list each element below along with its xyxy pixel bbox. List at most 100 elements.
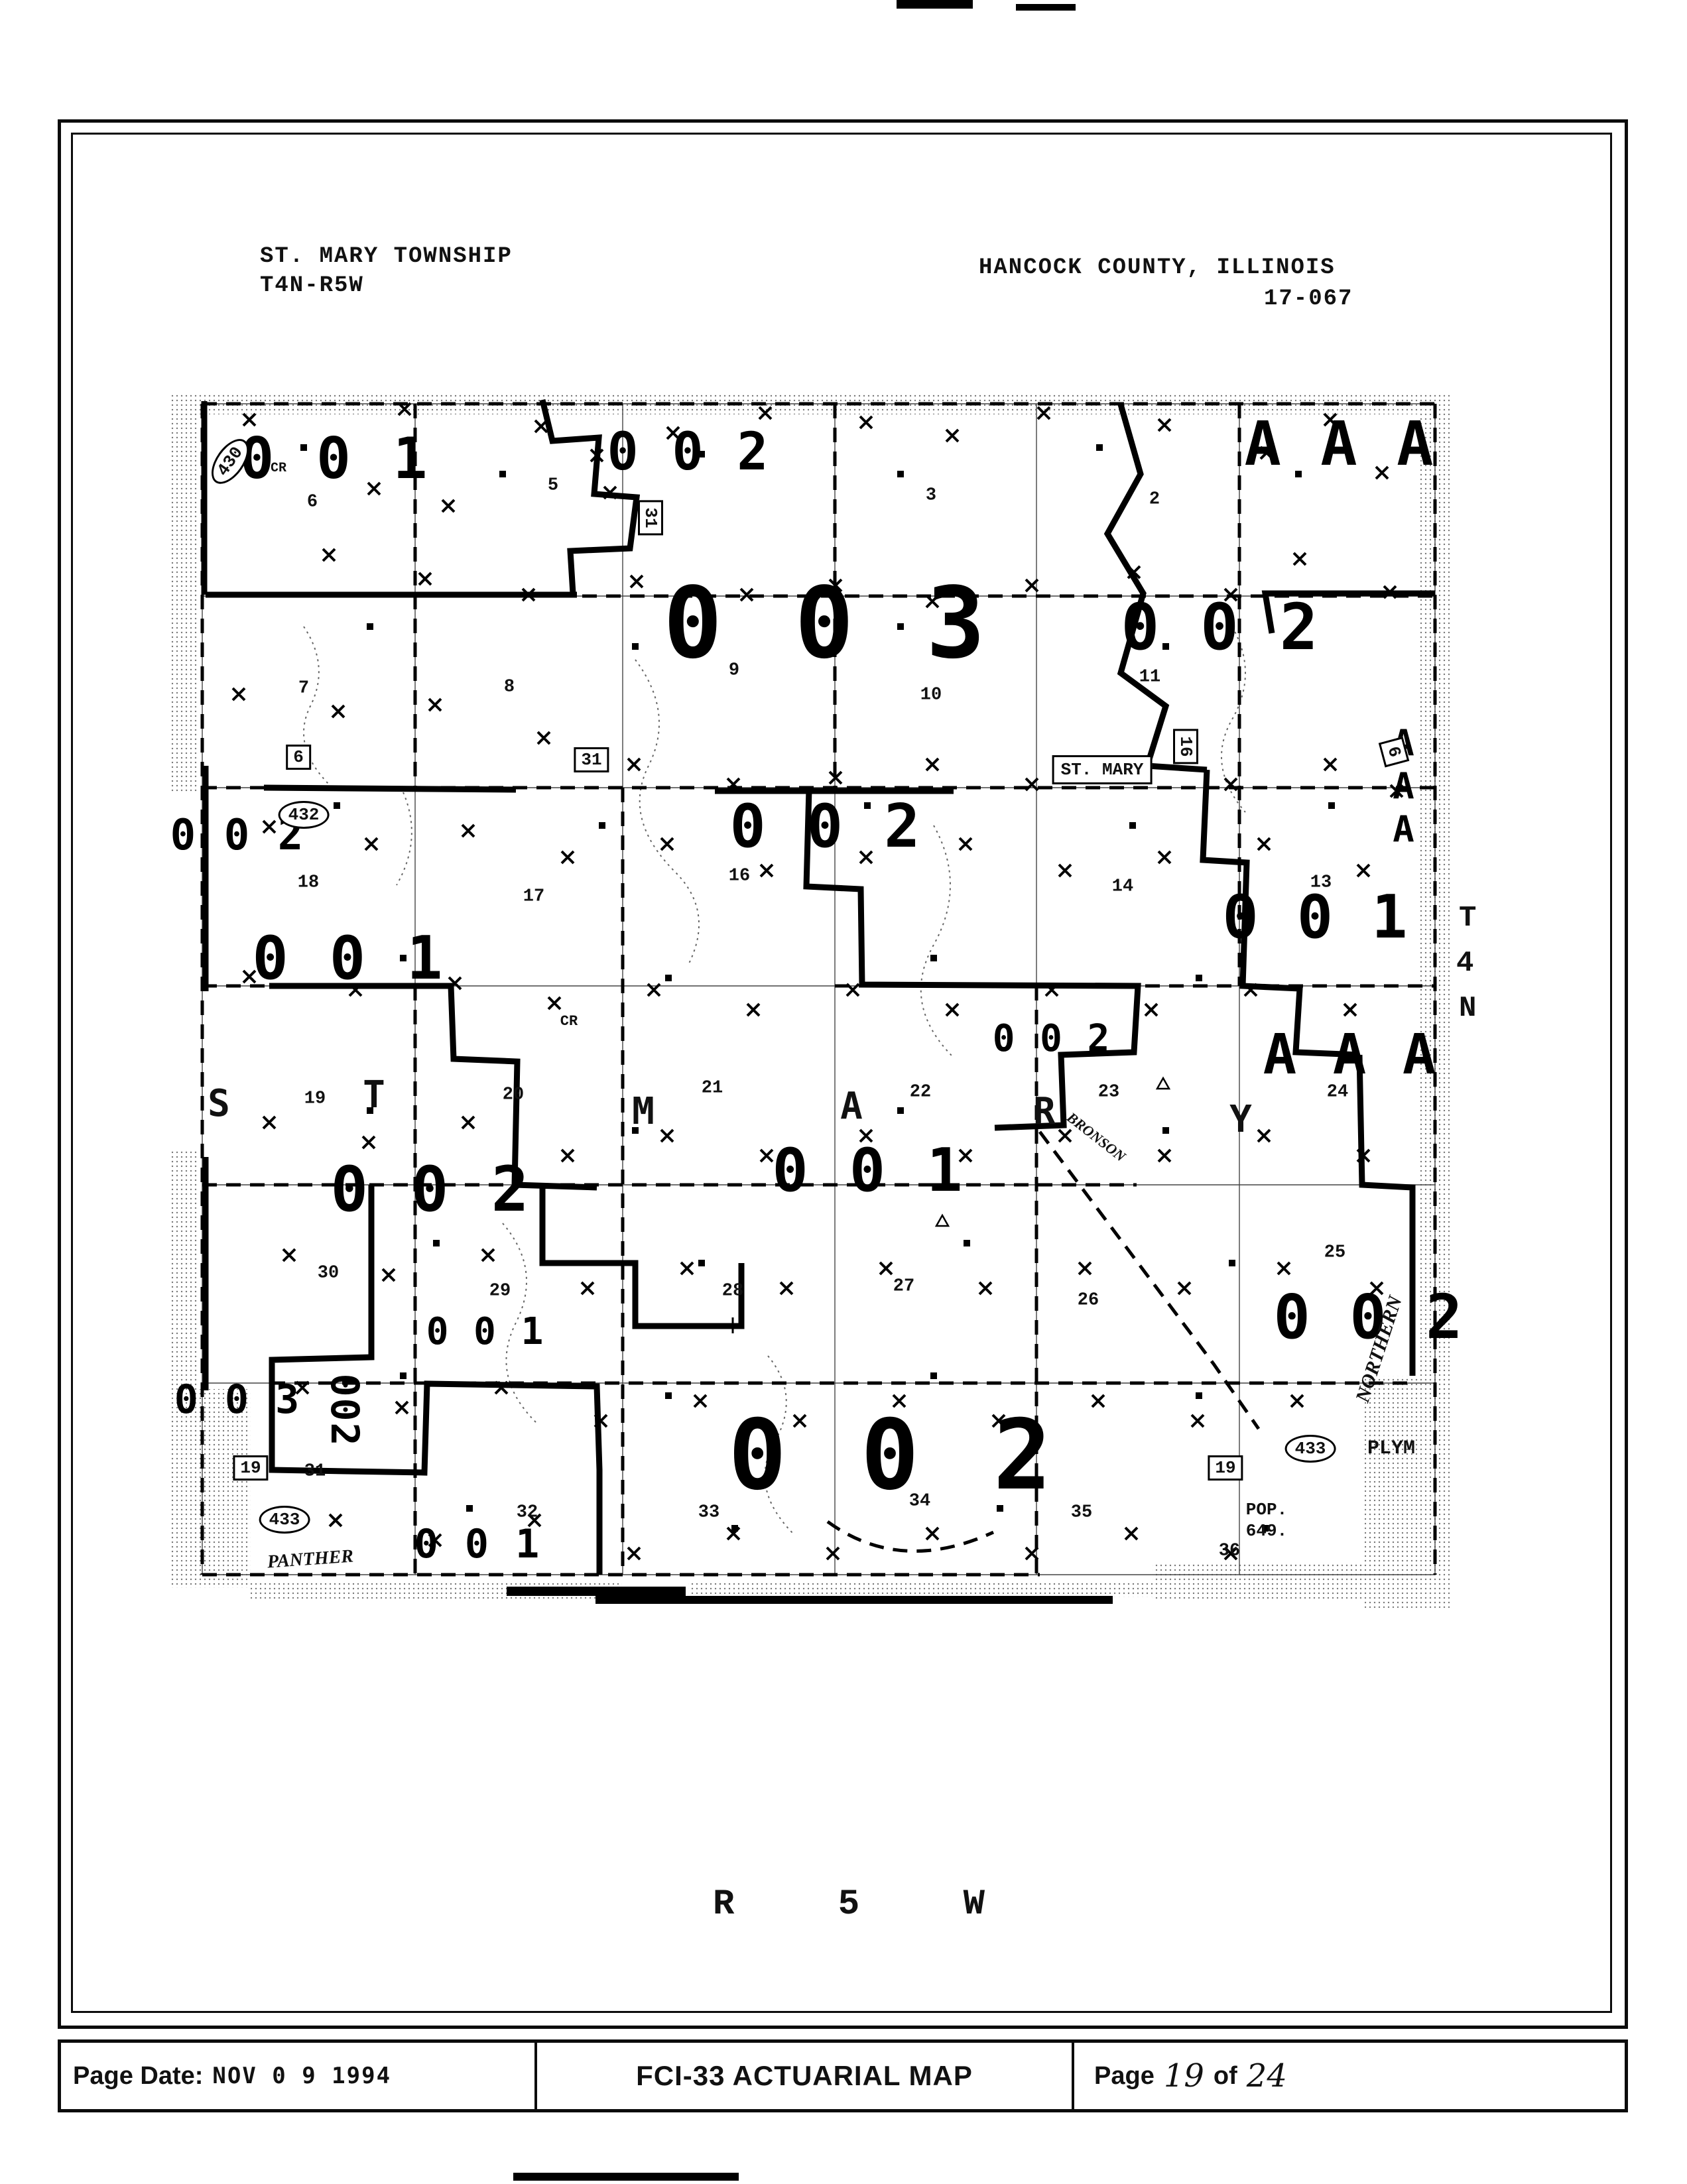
zone-boundaries (201, 398, 1435, 1575)
section-number: 31 (304, 1461, 326, 1482)
zone-label: A A A (1244, 408, 1435, 479)
highway-shield: 16 (1173, 729, 1198, 764)
section-number: 35 (1070, 1502, 1093, 1523)
highway-shield: 433 (1284, 1435, 1336, 1463)
page-date-value: NOV 0 9 1994 (212, 2063, 392, 2089)
map-big-letter: M (632, 1090, 655, 1133)
zone-label: 0 0 3 (663, 566, 992, 680)
section-number: 26 (1077, 1290, 1099, 1311)
section-number: 32 (516, 1502, 538, 1523)
zone-label: 0 0 2 (330, 1154, 532, 1226)
section-number: 2 (1149, 489, 1160, 510)
section-number: 19 (304, 1089, 326, 1109)
section-number: 14 (1111, 877, 1134, 897)
section-number: 22 (909, 1082, 932, 1103)
section-number: 5 (547, 475, 559, 496)
place-label: PLYM (1367, 1437, 1416, 1460)
map-big-letter: R (1033, 1090, 1056, 1133)
place-label: PANTHER (266, 1546, 354, 1573)
section-number: 27 (893, 1276, 915, 1297)
place-label: CR (560, 1013, 578, 1030)
highway-shield: 31 (638, 500, 663, 536)
zone-label: 0 0 1 (426, 1310, 545, 1353)
page-total: 24 (1246, 2057, 1287, 2094)
section-number: 9 (728, 660, 740, 681)
church-cross-marks (725, 1317, 741, 1333)
map-title: FCI-33 ACTUARIAL MAP (636, 2060, 973, 2091)
zone-label: 0 0 1 (239, 426, 432, 492)
section-number: 34 (908, 1491, 931, 1512)
page-number: 19 (1163, 2057, 1204, 2094)
bottom-heavy-bars (507, 1587, 1113, 1604)
highway-shield: 433 (259, 1506, 310, 1534)
section-number: 24 (1326, 1082, 1349, 1103)
section-number: 28 (721, 1281, 744, 1302)
inner-border (71, 133, 1612, 2013)
highway-shield: 432 (278, 801, 330, 829)
zone-label: 0 0 2 (728, 1399, 1060, 1512)
triangle-markers (934, 1076, 1171, 1227)
zone-label: 0 0 2 (607, 422, 770, 482)
section-number: 30 (317, 1263, 340, 1284)
highway-shield: 31 (574, 747, 609, 772)
zone-label: 0 0 2 (1121, 590, 1320, 664)
zone-label: 0 0 1 (252, 924, 446, 993)
place-label: CR (270, 461, 287, 476)
highway-shield: 6 (286, 745, 311, 770)
map-big-letter: Y (1229, 1098, 1252, 1141)
section-number: 29 (489, 1281, 511, 1302)
section-number: 36 (1218, 1541, 1241, 1561)
town-label-st-mary: ST. MARY (1052, 755, 1153, 784)
footer-page-date-cell: Page Date: NOV 0 9 1994 (61, 2043, 537, 2109)
zone-label: 0 0 2 (729, 792, 923, 861)
zone-label: 0 0 1 (414, 1521, 541, 1567)
scan-artifact-bottom (513, 2173, 739, 2181)
section-number: 6 (306, 492, 318, 513)
page-label: Page (1094, 2061, 1155, 2090)
farm-x-marks (231, 402, 1404, 1561)
zone-label: 0 0 2 (992, 1017, 1111, 1060)
scan-artifact-top-1 (897, 0, 973, 9)
place-label: BRONSON (1064, 1109, 1129, 1165)
map-big-letter: T (363, 1073, 385, 1117)
map-big-letter: S (208, 1082, 230, 1125)
section-number: 7 (298, 678, 310, 699)
footer-bar: Page Date: NOV 0 9 1994 FCI-33 ACTUARIAL… (58, 2039, 1628, 2112)
section-number: 3 (925, 485, 937, 506)
section-number: 33 (698, 1502, 720, 1523)
township-letter-n: N (1459, 992, 1477, 1025)
zone-label: 002 (322, 1373, 367, 1447)
of-label: of (1213, 2061, 1237, 2090)
township-letter-t: T (1459, 902, 1477, 935)
township-title: ST. MARY TOWNSHIP (260, 244, 513, 269)
scan-artifact-top-2 (1016, 4, 1076, 11)
section-number: 18 (297, 873, 320, 893)
footer-title-cell: FCI-33 ACTUARIAL MAP (537, 2043, 1074, 2109)
section-number: 21 (701, 1078, 723, 1099)
section-number: 25 (1324, 1243, 1346, 1263)
county-code: 17-067 (1264, 286, 1353, 312)
zone-label: 0 0 1 (1222, 882, 1409, 952)
range-label: R 5 W (713, 1884, 995, 1925)
outer-border (58, 119, 1628, 2029)
creeks (303, 626, 1246, 1536)
section-number: 17 (523, 886, 545, 907)
zone-label: 0 0 2 (1273, 1282, 1464, 1353)
section-number: 20 (502, 1085, 525, 1105)
zone-label: A A A (1263, 1022, 1438, 1087)
highway-shield: 19 (233, 1455, 269, 1481)
zone-label: 0 0 1 (772, 1136, 966, 1205)
township-range: T4N-R5W (260, 273, 364, 298)
section-number: 11 (1139, 667, 1161, 688)
footer-page-cell: Page 19 of 24 (1074, 2043, 1625, 2109)
page-date-label: Page Date: (73, 2061, 204, 2090)
section-number: 8 (503, 677, 515, 698)
map-labels-layer: 0 0 1 0 0 2 0 0 3 A A A 0 0 2 0 0 2 0 0 2 0 0 1… (170, 394, 1463, 1608)
place-label: 649. (1245, 1521, 1288, 1541)
township-letter-4: 4 (1456, 947, 1474, 980)
zone-label: 0 0 3 (174, 1376, 301, 1423)
map-canvas (171, 394, 1451, 1608)
highway-shield: 19 (1208, 1455, 1243, 1481)
section-number: 16 (728, 866, 751, 886)
